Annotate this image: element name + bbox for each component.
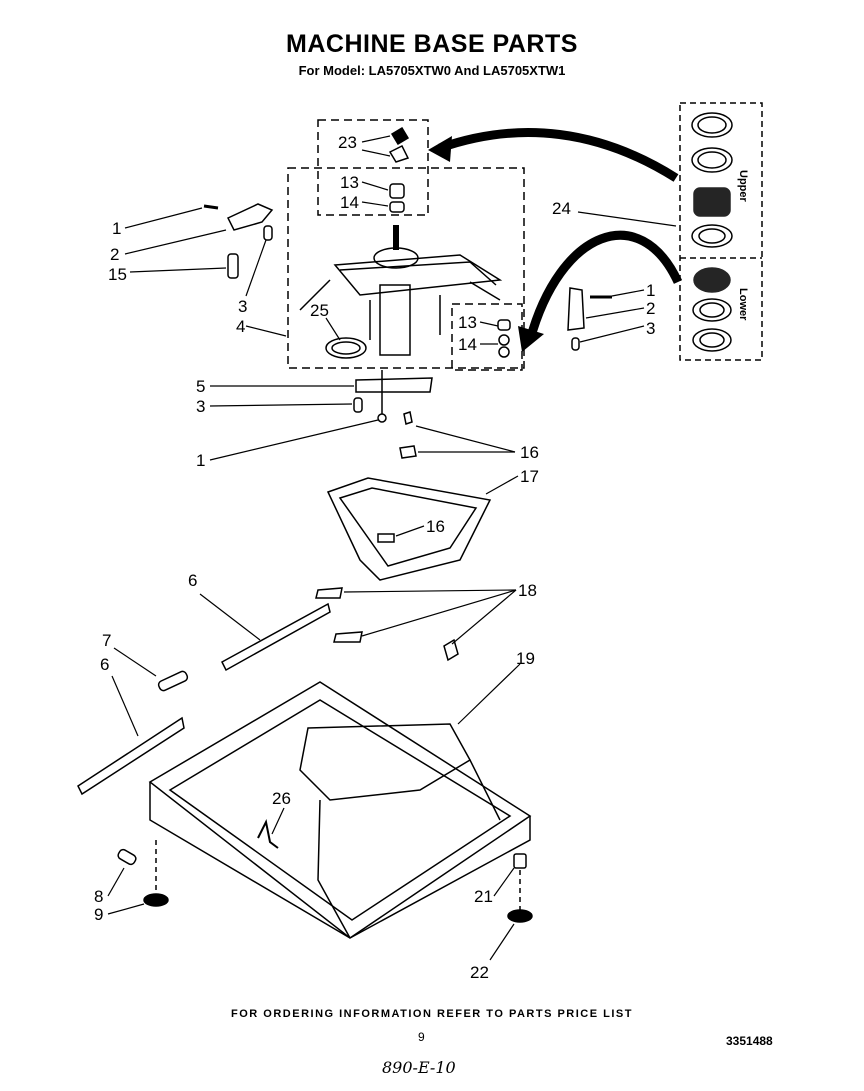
callout-26: 26 [272,789,291,808]
callout-3-mid: 3 [196,397,205,416]
callout-1-right: 1 [646,281,655,300]
callout-13-lower: 13 [458,313,477,332]
bearing-inset-box [679,102,763,361]
callout-4: 4 [236,317,245,336]
page-number: 9 [418,1030,425,1044]
callout-22: 22 [470,963,489,982]
callout-25: 25 [310,301,329,320]
callout-1-mid: 1 [196,451,205,470]
callout-14-upper: 14 [340,193,359,212]
callout-2-right: 2 [646,299,655,318]
page-title: MACHINE BASE PARTS [286,30,578,58]
lower-bearing-box [451,303,523,371]
callout-13-upper: 13 [340,173,359,192]
callout-15: 15 [108,265,127,284]
leader-lines [107,135,677,961]
transmission-box [287,167,525,369]
upper-arrow-icon [438,128,679,182]
callout-6-lower: 6 [100,655,109,674]
callout-19: 19 [516,649,535,668]
support-frame [326,477,492,581]
callout-18: 18 [518,581,537,600]
callout-17: 17 [520,467,539,486]
document-number: 3351488 [726,1034,773,1048]
callout-8: 8 [94,887,103,906]
lower-arrow-icon [525,230,683,342]
cabinet-base-frame [148,681,532,939]
callout-6-upper: 6 [188,571,197,590]
callout-3-left: 3 [238,297,247,316]
callout-16-lower: 16 [426,517,445,536]
ordering-info-footer: FOR ORDERING INFORMATION REFER TO PARTS … [231,1008,633,1020]
callout-3-right: 3 [646,319,655,338]
lower-bearing-label: Lower [737,288,749,321]
callout-14-lower: 14 [458,335,477,354]
handwritten-note: 890-E-10 [382,1058,456,1077]
callout-1-left: 1 [112,219,121,238]
transmission-assembly [299,225,503,356]
upper-bearing-set [691,112,733,248]
callout-16-upper: 16 [520,443,539,462]
callout-24: 24 [552,199,571,218]
callout-7: 7 [102,631,111,650]
upper-bearing-box [317,119,429,216]
callout-5: 5 [196,377,205,396]
model-subtitle: For Model: LA5705XTW0 And LA5705XTW1 [298,63,566,78]
callout-23: 23 [338,133,357,152]
callout-2-left: 2 [110,245,119,264]
lower-bearing-set [692,267,732,352]
callout-9: 9 [94,905,103,924]
callout-21: 21 [474,887,493,906]
upper-bearing-label: Upper [737,170,749,203]
